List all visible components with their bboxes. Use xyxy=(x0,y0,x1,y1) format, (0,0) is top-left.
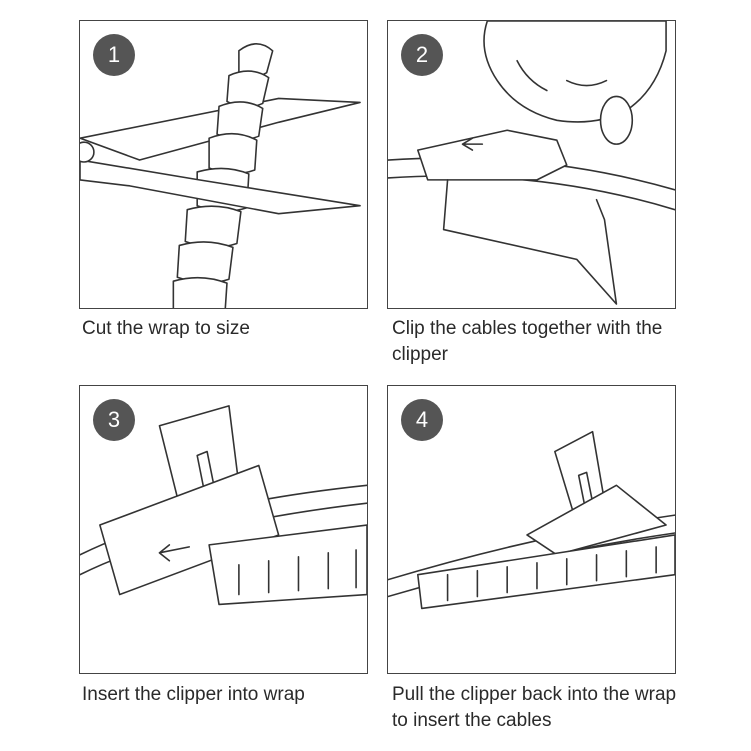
step-2-panel: 2 xyxy=(387,20,676,309)
step-number-badge: 1 xyxy=(93,34,135,76)
step-number-badge: 4 xyxy=(401,399,443,441)
scissors-cutting-wrap-illustration xyxy=(80,43,361,308)
step-4-caption: Pull the clipper back into the wrap to i… xyxy=(392,684,677,731)
clipping-cables-illustration xyxy=(388,21,675,305)
pulling-clipper-into-wrap-illustration xyxy=(388,430,675,610)
step-4-panel: 4 xyxy=(387,385,676,674)
step-3-panel: 3 xyxy=(79,385,368,674)
step-3-caption: Insert the clipper into wrap xyxy=(82,684,305,705)
step-1-panel: 1 xyxy=(79,20,368,309)
step-number-badge: 3 xyxy=(93,399,135,441)
step-1-caption: Cut the wrap to size xyxy=(82,318,250,339)
step-number-badge: 2 xyxy=(401,34,443,76)
step-2-caption: Clip the cables together with the clippe… xyxy=(392,318,663,365)
inserting-clipper-into-wrap-illustration xyxy=(80,405,367,606)
